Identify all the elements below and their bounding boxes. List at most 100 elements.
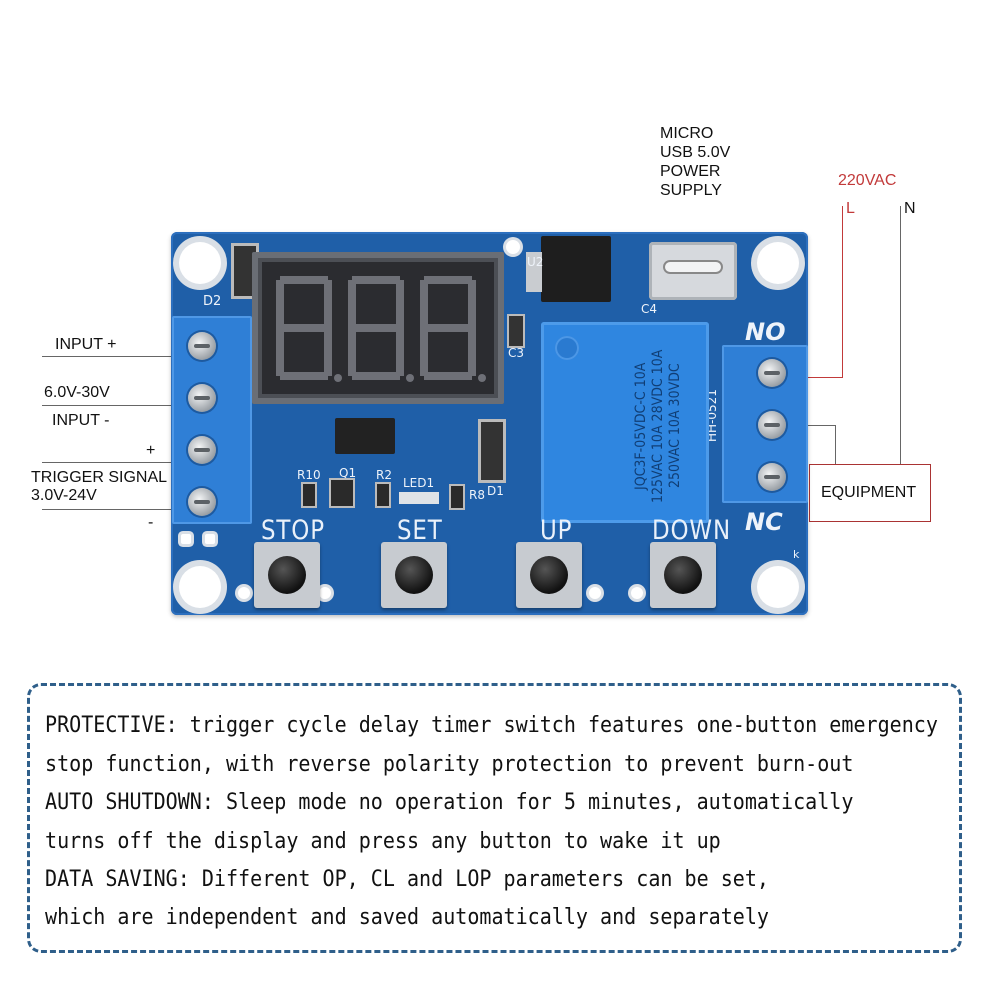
trigger-signal-label: TRIGGER SIGNAL	[31, 469, 168, 486]
silk-r2: R2	[376, 468, 392, 482]
capacitor-c3	[509, 316, 523, 346]
terminal-screw-input-minus[interactable]	[188, 384, 216, 412]
silk-c3: C3	[508, 346, 525, 360]
terminal-screw-input-plus[interactable]	[188, 332, 216, 360]
terminal-screw-com[interactable]	[758, 411, 786, 439]
micro-usb-label-3: POWER	[660, 163, 721, 180]
input-plus-line	[42, 356, 200, 357]
trigger-range-label: 3.0V-24V	[31, 487, 97, 504]
diode-d2	[234, 246, 256, 296]
input-minus-label: INPUT -	[52, 412, 110, 429]
live-wire-horizontal	[808, 377, 843, 378]
resistor-r8	[451, 486, 463, 508]
nc-wire-horizontal	[808, 425, 836, 426]
voltage-range-label: 6.0V-30V	[44, 384, 110, 401]
regulator-tab	[526, 252, 542, 292]
description-line-1: PROTECTIVE: trigger cycle delay timer sw…	[45, 713, 938, 738]
trigger-plus-label: +	[146, 442, 156, 459]
regulator-u2	[541, 236, 611, 302]
stop-button-cap	[268, 556, 306, 594]
trigger-minus-line	[42, 509, 200, 510]
silk-r10: R10	[297, 468, 321, 482]
ic-chip	[335, 418, 395, 454]
no-label: NO	[745, 318, 786, 346]
via-1	[506, 240, 520, 254]
led-display	[252, 252, 504, 404]
product-photo: MICRO USB 5.0V POWER SUPPLY 220VAC L N E…	[31, 125, 931, 615]
transistor-q1	[331, 480, 353, 506]
live-wire-vertical	[842, 206, 843, 378]
terminal-screw-nc[interactable]	[758, 463, 786, 491]
display-digits	[276, 276, 486, 382]
pin-pad-1	[181, 534, 191, 544]
resistor-r2	[377, 484, 389, 506]
stop-button[interactable]	[254, 542, 320, 608]
micro-usb-label-4: SUPPLY	[660, 182, 722, 199]
description-line-2: stop function, with reverse polarity pro…	[45, 752, 854, 777]
set-button[interactable]	[381, 542, 447, 608]
via-2	[238, 587, 250, 599]
terminal-screw-trigger-minus[interactable]	[188, 488, 216, 516]
neutral-wire-vertical	[900, 206, 901, 464]
terminal-screw-no[interactable]	[758, 359, 786, 387]
silk-q1: Q1	[339, 466, 357, 480]
equipment-label: EQUIPMENT	[821, 484, 917, 501]
silk-c4: C4	[641, 302, 658, 316]
description-line-4: turns off the display and press any butt…	[45, 829, 721, 854]
mount-hole-top-right	[757, 242, 799, 284]
silk-d1: D1	[487, 484, 504, 498]
silk-d2: D2	[203, 294, 222, 309]
description-box	[27, 683, 962, 953]
description-line-6: which are independent and saved automati…	[45, 905, 769, 930]
mount-hole-bottom-right	[757, 566, 799, 608]
digit-1	[276, 276, 332, 380]
terminal-screw-trigger-plus[interactable]	[188, 436, 216, 464]
down-label: DOWN	[652, 515, 731, 546]
mount-hole-bottom-left	[179, 566, 221, 608]
silk-u2: U2	[527, 255, 544, 269]
micro-usb-port[interactable]	[649, 242, 737, 300]
set-label: SET	[397, 515, 443, 546]
equipment-box: EQUIPMENT	[809, 464, 931, 522]
silk-led1: LED1	[403, 476, 435, 490]
via-4	[589, 587, 601, 599]
usb-slot	[663, 260, 723, 274]
via-5	[631, 587, 643, 599]
relay-marking: JQC3F-05VDC-C 10A 125VAC 10A 28VDC 10A 2…	[633, 349, 683, 503]
via-3	[319, 587, 331, 599]
relay: JQC3F-05VDC-C 10A 125VAC 10A 28VDC 10A 2…	[541, 322, 709, 523]
set-button-cap	[395, 556, 433, 594]
mount-hole-top-left	[179, 242, 221, 284]
resistor-r10	[303, 484, 315, 506]
input-terminal-block	[172, 316, 252, 524]
output-terminal-block	[722, 345, 808, 503]
live-label: L	[846, 200, 855, 217]
down-button[interactable]	[650, 542, 716, 608]
nc-wire-vertical	[835, 425, 836, 465]
up-label: UP	[540, 515, 573, 546]
diode-d1	[481, 422, 503, 480]
pin-pad-2	[205, 534, 215, 544]
led1	[399, 492, 439, 504]
silk-k: k	[793, 548, 800, 561]
micro-usb-label-1: MICRO	[660, 125, 714, 142]
description-line-5: DATA SAVING: Different OP, CL and LOP pa…	[45, 867, 769, 892]
up-button-cap	[530, 556, 568, 594]
neutral-label: N	[904, 200, 916, 217]
silk-r8: R8	[469, 488, 485, 502]
stop-label: STOP	[261, 515, 325, 546]
description-line-3: AUTO SHUTDOWN: Sleep mode no operation f…	[45, 790, 854, 815]
trigger-plus-line	[42, 462, 200, 463]
relay-indent	[555, 336, 579, 360]
digit-2	[348, 276, 404, 380]
display-glass	[262, 262, 494, 394]
micro-usb-label-2: USB 5.0V	[660, 144, 731, 161]
digit-3	[420, 276, 476, 380]
voltage-line	[42, 405, 200, 406]
up-button[interactable]	[516, 542, 582, 608]
nc-label: NC	[745, 508, 783, 536]
vac-label: 220VAC	[838, 172, 897, 189]
down-button-cap	[664, 556, 702, 594]
trigger-minus-label: -	[148, 514, 154, 531]
input-plus-label: INPUT +	[55, 336, 117, 353]
